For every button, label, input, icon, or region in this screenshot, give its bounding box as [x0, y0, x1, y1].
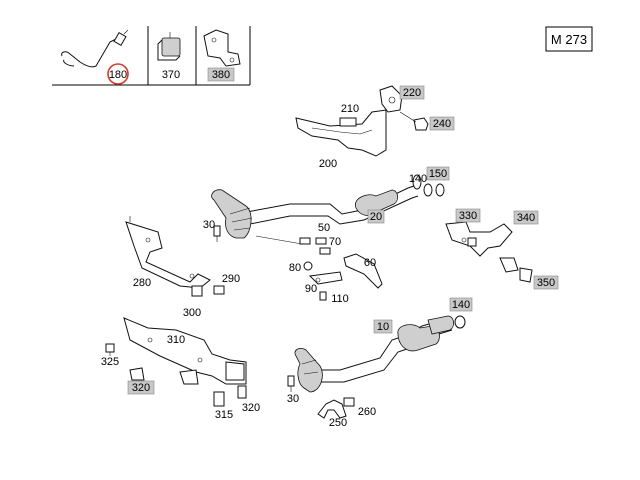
callout-350: 340	[517, 212, 535, 224]
callout-220: 220	[403, 87, 421, 99]
callout-140-lower: 140	[452, 299, 470, 311]
callout-30-upper: 30	[203, 219, 215, 231]
callout-320: 320	[242, 402, 260, 414]
callout-150: 150	[429, 168, 447, 180]
callout-250: 250	[329, 417, 347, 429]
callout-50: 50	[318, 222, 330, 234]
callout-325: 320	[132, 382, 150, 394]
bolt-110[interactable]	[319, 291, 327, 301]
callout-300: 300	[183, 307, 201, 319]
callout-330: 325	[101, 356, 119, 368]
model-code-box: M 273	[545, 26, 593, 52]
oxygen-sensor-180[interactable]: 180	[61, 29, 129, 85]
bracket-310[interactable]	[123, 317, 247, 385]
callout-315: 315	[215, 409, 233, 421]
bracket-380[interactable]: 380	[203, 29, 241, 82]
bracket-340[interactable]	[445, 221, 533, 283]
part-label-180: 180	[109, 69, 127, 81]
callout-70: 70	[329, 236, 341, 248]
callout-310: 310	[167, 334, 185, 346]
bolt-30-lower[interactable]	[287, 375, 295, 392]
callout-280: 280	[133, 277, 151, 289]
hanger-60[interactable]	[343, 253, 383, 289]
callout-360: 350	[537, 277, 555, 289]
callout-210: 210	[341, 103, 359, 115]
hanger-250[interactable]	[317, 397, 355, 419]
callout-200: 200	[319, 158, 337, 170]
callout-140-upper: 140	[409, 173, 427, 185]
nut-80[interactable]	[303, 261, 313, 271]
exhaust-pipe-20[interactable]	[211, 174, 422, 245]
callout-290: 290	[222, 273, 240, 285]
callout-10: 10	[377, 321, 389, 333]
clamp-370[interactable]: 370	[157, 32, 181, 81]
callout-240: 240	[433, 118, 451, 130]
mount-90[interactable]	[308, 271, 343, 285]
callout-20: 20	[370, 211, 382, 223]
highlight-circle	[107, 63, 129, 85]
gasket-50-70[interactable]	[315, 237, 331, 255]
bolt-30-upper[interactable]	[213, 225, 221, 242]
clip-315[interactable]	[213, 391, 225, 407]
rubber-mount-325[interactable]	[129, 367, 145, 381]
bolt-330[interactable]	[105, 343, 115, 356]
callout-80: 80	[289, 262, 301, 274]
model-code: M 273	[551, 32, 587, 47]
callout-340: 330	[459, 210, 477, 222]
part-label-370: 370	[162, 69, 180, 81]
callout-90: 90	[305, 283, 317, 295]
header-parts-table	[52, 26, 251, 86]
callout-260: 260	[358, 406, 376, 418]
callout-110: 110	[331, 293, 349, 305]
callout-30-lower: 30	[287, 393, 299, 405]
bracket-280[interactable]	[125, 216, 211, 289]
clip-300[interactable]	[191, 285, 225, 297]
bracket-assembly-200[interactable]	[295, 85, 429, 157]
rings-140-150[interactable]	[423, 183, 445, 197]
part-label-380: 380	[212, 69, 230, 81]
clip-320[interactable]	[237, 385, 247, 399]
exhaust-pipe-10[interactable]	[294, 315, 466, 393]
callout-60: 60	[364, 257, 376, 269]
